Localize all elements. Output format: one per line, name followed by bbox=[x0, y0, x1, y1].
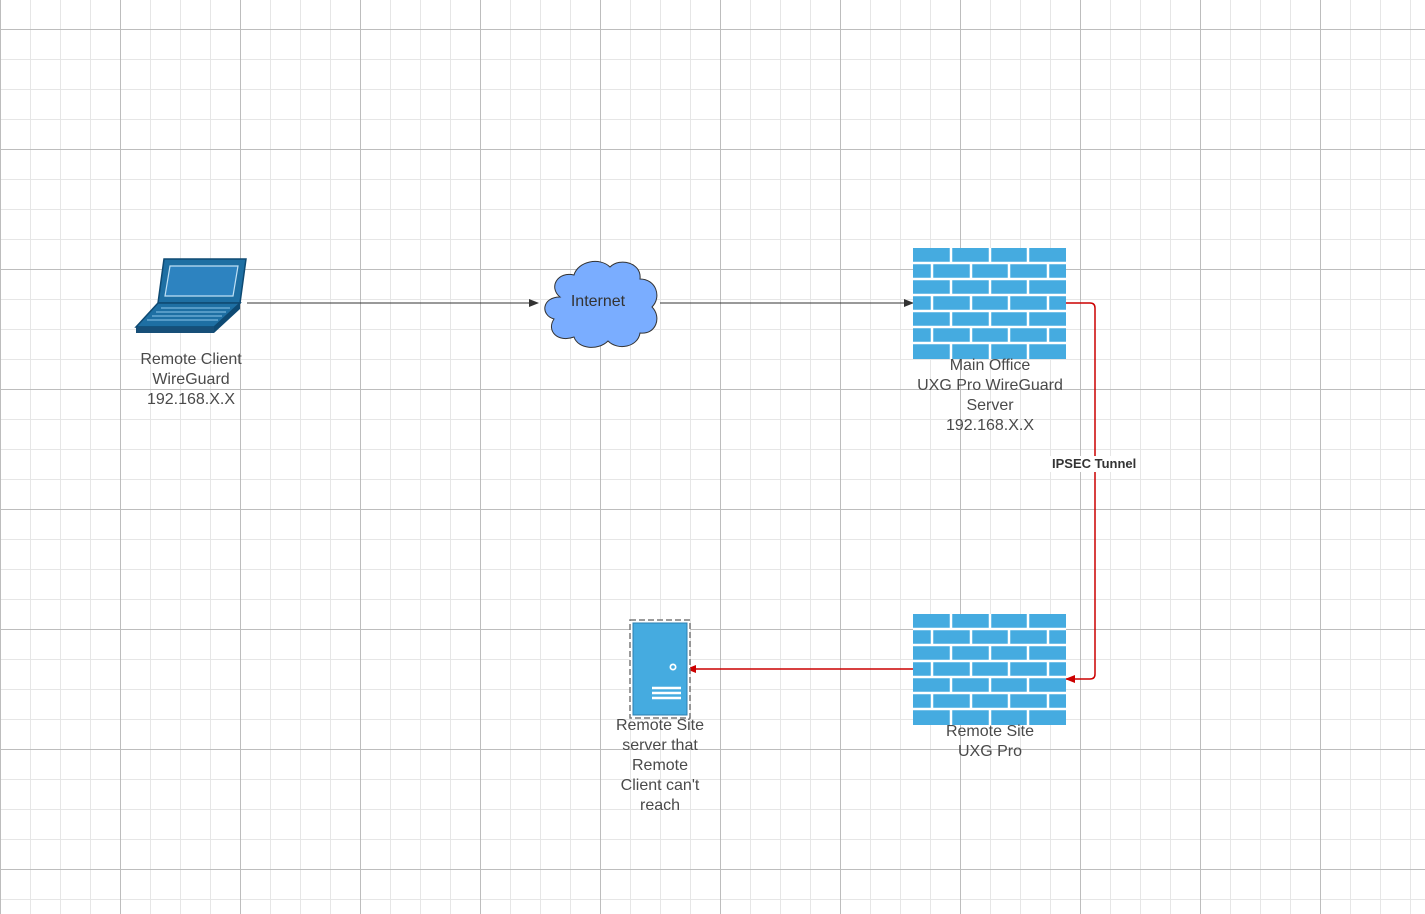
main-office-node[interactable] bbox=[913, 248, 1066, 364]
server-icon bbox=[629, 619, 691, 719]
remote-site-uxg-node[interactable] bbox=[913, 614, 1066, 730]
remote-server-label: Remote Site server that Remote Client ca… bbox=[590, 716, 730, 816]
firewall-icon bbox=[913, 248, 1066, 359]
main-office-line-3: Server bbox=[966, 397, 1014, 414]
remote-server-line-4: Client can't bbox=[620, 777, 700, 794]
main-office-label: Main Office UXG Pro WireGuard Server 192… bbox=[900, 356, 1080, 436]
remote-server-line-5: reach bbox=[639, 797, 681, 814]
remote-client-line-2: WireGuard bbox=[152, 371, 230, 388]
main-office-line-1: Main Office bbox=[949, 357, 1031, 374]
firewall-icon bbox=[913, 614, 1066, 725]
remote-site-uxg-label: Remote Site UXG Pro bbox=[910, 722, 1070, 762]
remote-client-line-1: Remote Client bbox=[140, 351, 242, 368]
remote-server-line-2: server that bbox=[622, 737, 698, 754]
remote-server-line-1: Remote Site bbox=[615, 717, 705, 734]
main-office-line-4: 192.168.X.X bbox=[945, 417, 1035, 434]
remote-client-label: Remote Client WireGuard 192.168.X.X bbox=[111, 350, 271, 410]
cloud-icon bbox=[544, 260, 658, 348]
ipsec-tunnel-label: IPSEC Tunnel bbox=[1050, 456, 1139, 472]
remote-client-node[interactable] bbox=[134, 257, 248, 340]
remote-server-node[interactable] bbox=[629, 619, 691, 724]
remote-client-line-3: 192.168.X.X bbox=[146, 391, 236, 408]
laptop-icon bbox=[134, 258, 247, 333]
remote-server-line-3: Remote bbox=[631, 757, 689, 774]
internet-label: Internet bbox=[570, 293, 626, 310]
remote-site-uxg-line-2: UXG Pro bbox=[957, 743, 1022, 760]
main-office-line-2: UXG Pro WireGuard bbox=[917, 377, 1063, 394]
internet-node[interactable]: Internet bbox=[538, 257, 662, 356]
remote-site-uxg-line-1: Remote Site bbox=[945, 723, 1035, 740]
edge-ipsec-tunnel[interactable] bbox=[1065, 302, 1096, 683]
